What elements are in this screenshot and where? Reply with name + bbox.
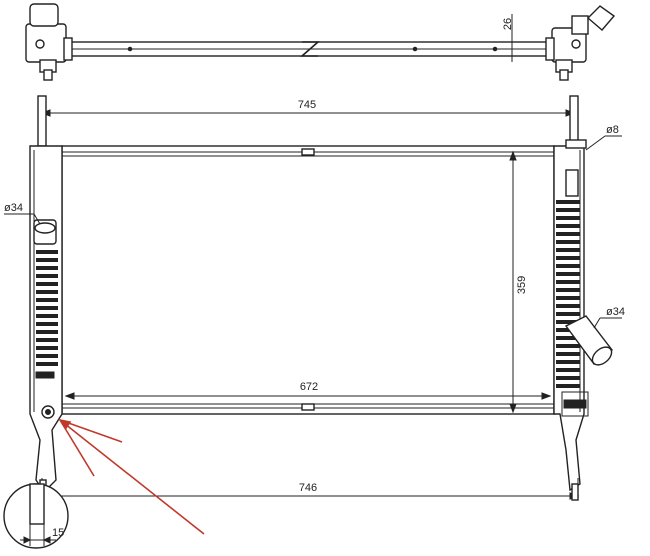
tank-rib: [36, 338, 58, 342]
tank-rib: [36, 354, 58, 358]
tank-rib: [556, 216, 580, 220]
dim-overall-width: 745: [298, 99, 316, 111]
tank-rib: [556, 208, 580, 212]
tank-rib: [36, 266, 58, 270]
top-view-right-tank: [545, 5, 616, 81]
tank-rib: [556, 368, 580, 372]
callout-inlet-left: ø34: [4, 202, 23, 214]
radiator-core: [61, 145, 555, 415]
right-outlet-pipe: [564, 315, 613, 366]
pin-peg: [565, 139, 587, 149]
tank-rib: [556, 344, 580, 348]
tank-rib: [556, 248, 580, 252]
red-arrow-3: [59, 419, 205, 535]
tank-rib: [36, 258, 58, 262]
top-view-left-tank: [25, 3, 73, 81]
tank-rib: [36, 274, 58, 278]
dim-top-height: 26: [502, 18, 514, 30]
front-view: 745 359 672: [4, 95, 625, 501]
tank-rib: [556, 256, 580, 260]
callout-pin: ø8: [606, 124, 619, 136]
tank-rib: [36, 282, 58, 286]
tank-rib: [36, 314, 58, 318]
top-view: 26: [25, 3, 616, 81]
tank-rib: [556, 312, 580, 316]
tank-rib: [556, 384, 580, 388]
left-tank: [29, 95, 63, 494]
tank-rib: [556, 336, 580, 340]
tank-rib: [36, 250, 58, 254]
tank-rib: [556, 224, 580, 228]
tank-rib: [556, 288, 580, 292]
tank-rib: [36, 346, 58, 350]
red-arrow-1: [59, 419, 123, 443]
tank-rib: [36, 362, 58, 366]
tank-rib: [556, 272, 580, 276]
tank-rib: [556, 264, 580, 268]
tank-rib: [556, 232, 580, 236]
tank-rib: [556, 200, 580, 204]
tank-rib: [556, 360, 580, 364]
tank-rib: [36, 290, 58, 294]
tank-rib: [556, 280, 580, 284]
dim-detail-width: 15: [52, 527, 64, 539]
tank-rib: [556, 352, 580, 356]
tank-rib: [556, 320, 580, 324]
dim-core-width: 672: [300, 381, 318, 393]
tank-rib: [556, 376, 580, 380]
detail-view: 15: [3, 483, 69, 549]
right-tank: [553, 95, 613, 492]
red-arrow-2: [59, 419, 95, 477]
tank-rib: [556, 304, 580, 308]
tank-rib: [36, 298, 58, 302]
dim-bottom-width: 746: [299, 482, 317, 494]
tank-rib: [36, 322, 58, 326]
red-arrows: [58, 418, 205, 535]
tank-rib: [36, 306, 58, 310]
tank-rib: [556, 296, 580, 300]
tank-rib: [556, 328, 580, 332]
callout-outlet-right: ø34: [606, 306, 625, 318]
tank-rib: [556, 240, 580, 244]
tank-rib: [36, 330, 58, 334]
dim-core-height: 359: [516, 276, 528, 294]
